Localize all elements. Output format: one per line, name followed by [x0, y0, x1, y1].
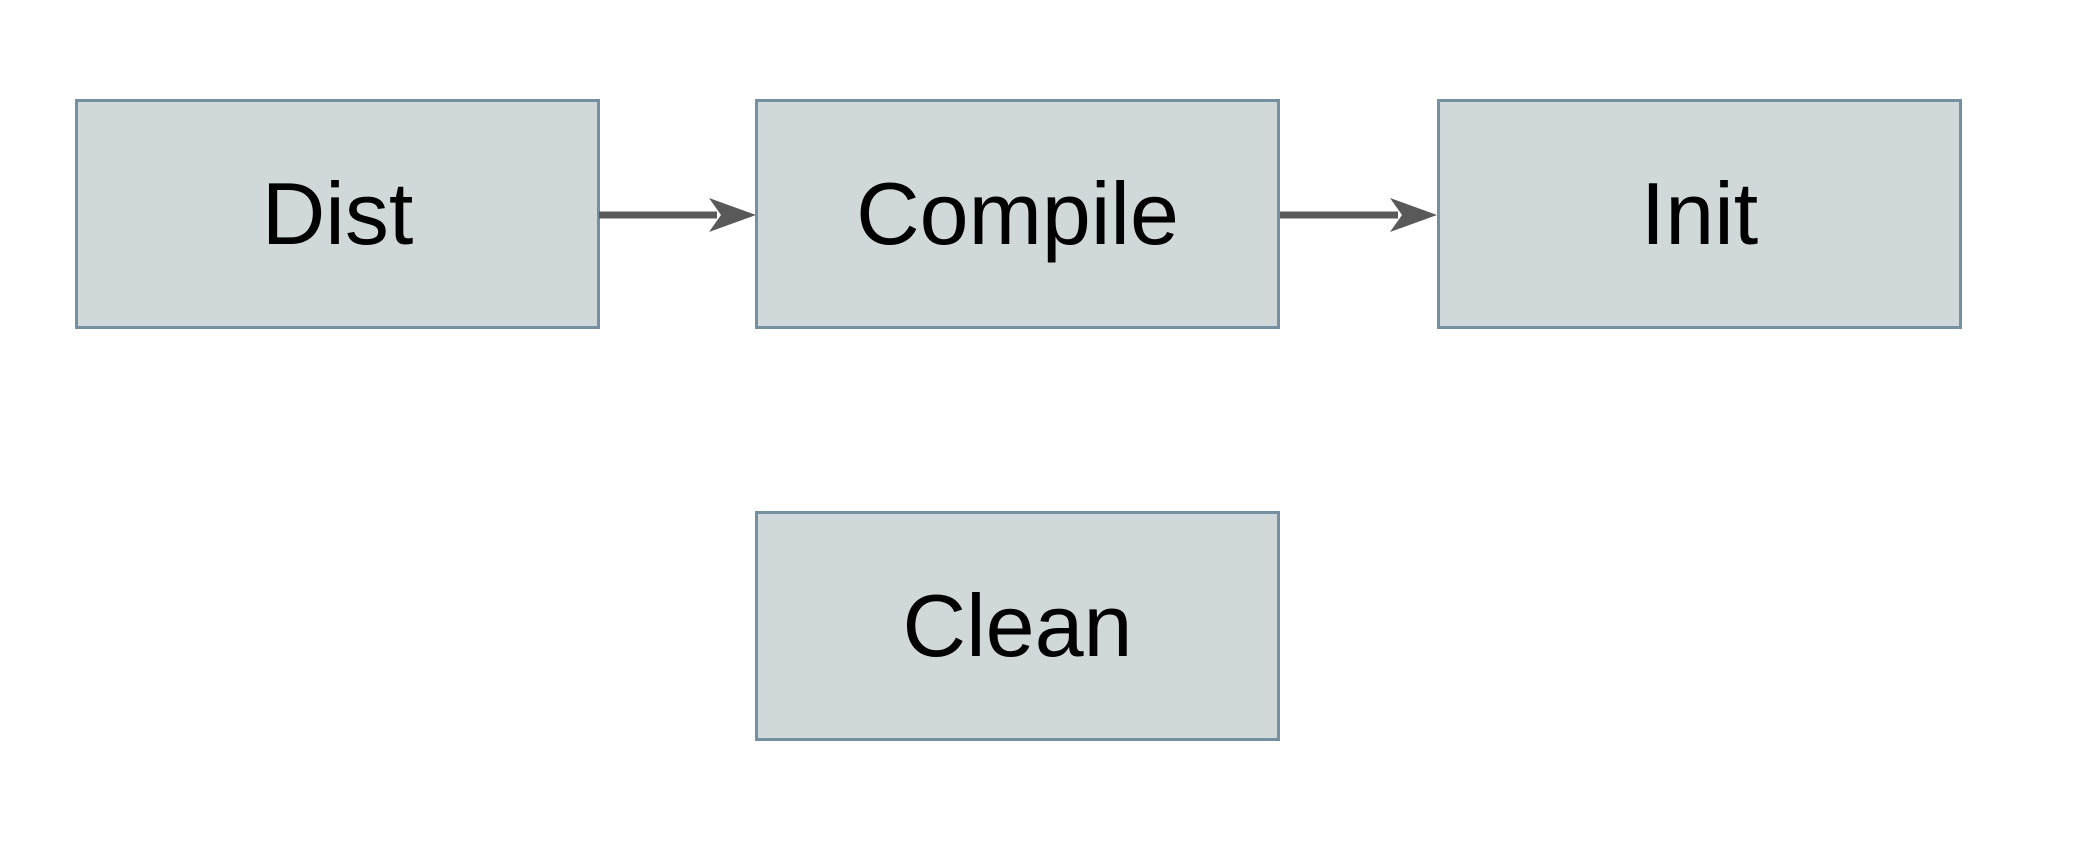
node-dist-label: Dist — [261, 164, 414, 263]
node-clean-label: Clean — [902, 576, 1133, 675]
node-dist: Dist — [75, 99, 600, 329]
node-init: Init — [1437, 99, 1962, 329]
node-compile-label: Compile — [856, 164, 1179, 263]
arrow-dist-to-compile-icon — [599, 198, 756, 232]
arrow-compile-to-init-icon — [1280, 198, 1437, 232]
node-compile: Compile — [755, 99, 1280, 329]
node-init-label: Init — [1640, 164, 1759, 263]
node-clean: Clean — [755, 511, 1280, 741]
arrowhead-icon — [709, 198, 756, 232]
arrowhead-icon — [1390, 198, 1437, 232]
